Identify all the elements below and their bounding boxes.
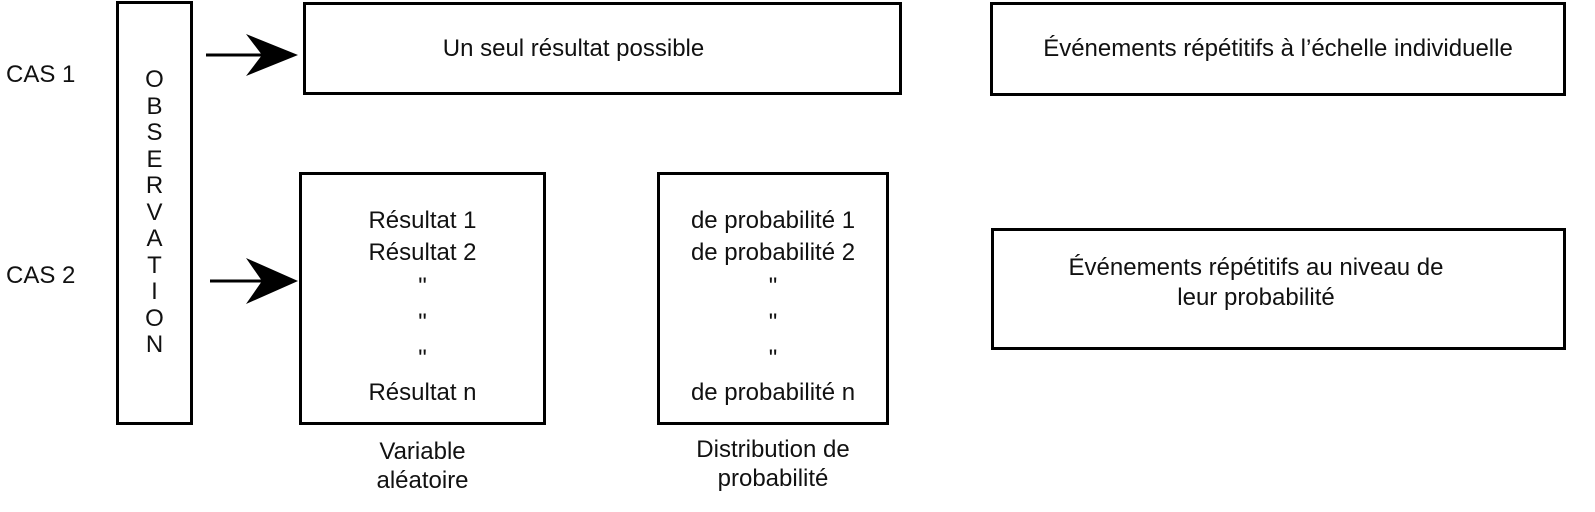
probability-distribution-box: de probabilité 1 de probabilité 2 " " " … bbox=[657, 172, 889, 425]
observation-letter: S bbox=[146, 119, 163, 147]
ditto-mark: " bbox=[418, 309, 427, 336]
individual-events-box: Événements répétitifs à l’échelle indivi… bbox=[990, 2, 1566, 96]
observation-letter: A bbox=[146, 225, 163, 253]
case-2-arrow bbox=[210, 258, 298, 304]
random-variable-caption: Variable aléatoire bbox=[299, 437, 546, 495]
case-1-arrow bbox=[206, 34, 298, 76]
caption-line: probabilité bbox=[717, 465, 829, 492]
ditto-mark: " bbox=[768, 309, 778, 336]
caption-line: Distribution de bbox=[696, 436, 850, 463]
observation-letter: N bbox=[145, 331, 164, 359]
probability-events-line: Événements répétitifs au niveau de bbox=[1068, 254, 1444, 281]
observation-letter: T bbox=[147, 251, 162, 279]
caption-line: aléatoire bbox=[376, 467, 469, 494]
ditto-mark: " bbox=[418, 345, 427, 372]
probability-line: de probabilité 2 bbox=[690, 239, 856, 266]
ditto-mark: " bbox=[418, 273, 427, 300]
caption-line: Variable bbox=[379, 438, 466, 465]
probability-events-box: Événements répétitifs au niveau de leur … bbox=[991, 228, 1566, 350]
probability-events-line: leur probabilité bbox=[1177, 284, 1335, 311]
observation-letter: B bbox=[146, 92, 163, 120]
probability-lines: de probabilité 1 de probabilité 2 " " " … bbox=[660, 205, 886, 409]
result-line: Résultat 1 bbox=[368, 207, 477, 234]
observation-letter: V bbox=[146, 198, 163, 226]
single-result-text: Un seul résultat possible bbox=[442, 34, 705, 62]
result-line: Résultat 2 bbox=[368, 239, 477, 266]
observation-letter: R bbox=[145, 172, 164, 200]
observation-letter: O bbox=[145, 66, 164, 94]
ditto-mark: " bbox=[768, 345, 778, 372]
random-variable-lines: Résultat 1 Résultat 2 " " " Résultat n bbox=[302, 205, 543, 409]
probability-distribution-caption: Distribution de probabilité bbox=[647, 435, 899, 493]
probability-line: de probabilité 1 bbox=[690, 207, 856, 234]
result-line: Résultat n bbox=[368, 379, 477, 406]
single-result-box: Un seul résultat possible bbox=[303, 2, 902, 95]
probability-line: de probabilité n bbox=[690, 379, 856, 406]
observation-box: O B S E R V A T I O N bbox=[116, 1, 193, 425]
case-1-label: CAS 1 bbox=[6, 61, 76, 88]
random-variable-box: Résultat 1 Résultat 2 " " " Résultat n bbox=[299, 172, 546, 425]
observation-letter: I bbox=[151, 278, 158, 306]
individual-events-text: Événements répétitifs à l’échelle indivi… bbox=[1043, 35, 1513, 62]
case-2-label: CAS 2 bbox=[6, 262, 76, 289]
observation-letter: E bbox=[146, 145, 163, 173]
ditto-mark: " bbox=[768, 273, 778, 300]
observation-letter: O bbox=[145, 304, 164, 332]
